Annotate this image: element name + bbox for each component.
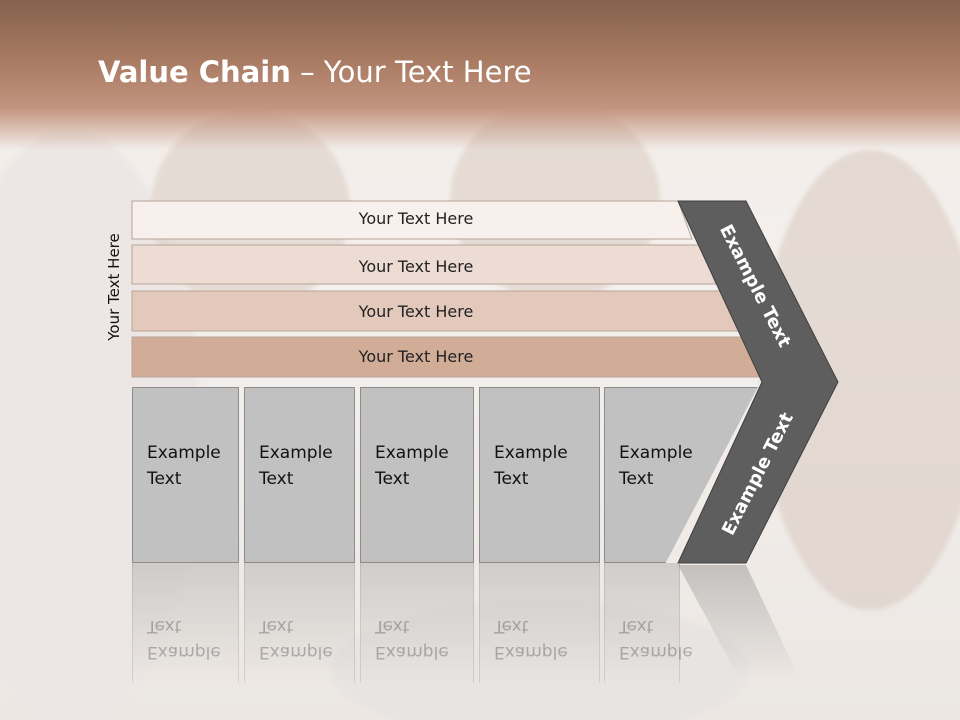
- reflection-label: Example Text: [375, 616, 449, 662]
- title-bar: [0, 0, 960, 150]
- row-label-3: Your Text Here: [358, 302, 474, 321]
- title-bold: Value Chain: [98, 55, 291, 89]
- title-rest: – Your Text Here: [290, 55, 532, 89]
- reflection-label: Example Text: [259, 616, 333, 662]
- row-label-2: Your Text Here: [358, 257, 474, 276]
- activity-label-3: Example Text: [375, 443, 449, 489]
- photo-shape: [330, 600, 750, 720]
- activity-box-2: Example Text: [244, 387, 355, 563]
- box-reflection: Example Text: [360, 563, 474, 683]
- chevron-reflection: [678, 565, 800, 680]
- box-reflection: Example Text: [604, 563, 693, 683]
- reflection-label: Example Text: [147, 616, 221, 662]
- activity-box-3: Example Text: [360, 387, 474, 563]
- row-label-4: Your Text Here: [358, 347, 474, 366]
- reflection-label: Example Text: [494, 616, 568, 662]
- activity-label-4: Example Text: [494, 443, 568, 489]
- page-title: Value Chain – Your Text Here: [98, 55, 532, 89]
- activity-box-4: Example Text: [479, 387, 600, 563]
- box-reflection: Example Text: [479, 563, 600, 683]
- box-reflection: Example Text: [132, 563, 239, 683]
- activity-box-1: Example Text: [132, 387, 239, 563]
- reflection-label: Example Text: [619, 616, 693, 662]
- activity-label-2: Example Text: [259, 443, 333, 489]
- row-band-1: [131, 200, 693, 240]
- chevron-arrow: [677, 200, 839, 564]
- box-reflection: Example Text: [244, 563, 355, 683]
- row-label-1: Your Text Here: [358, 209, 474, 228]
- activity-label-1: Example Text: [147, 443, 221, 489]
- activity-label-5: Example Text: [619, 443, 693, 489]
